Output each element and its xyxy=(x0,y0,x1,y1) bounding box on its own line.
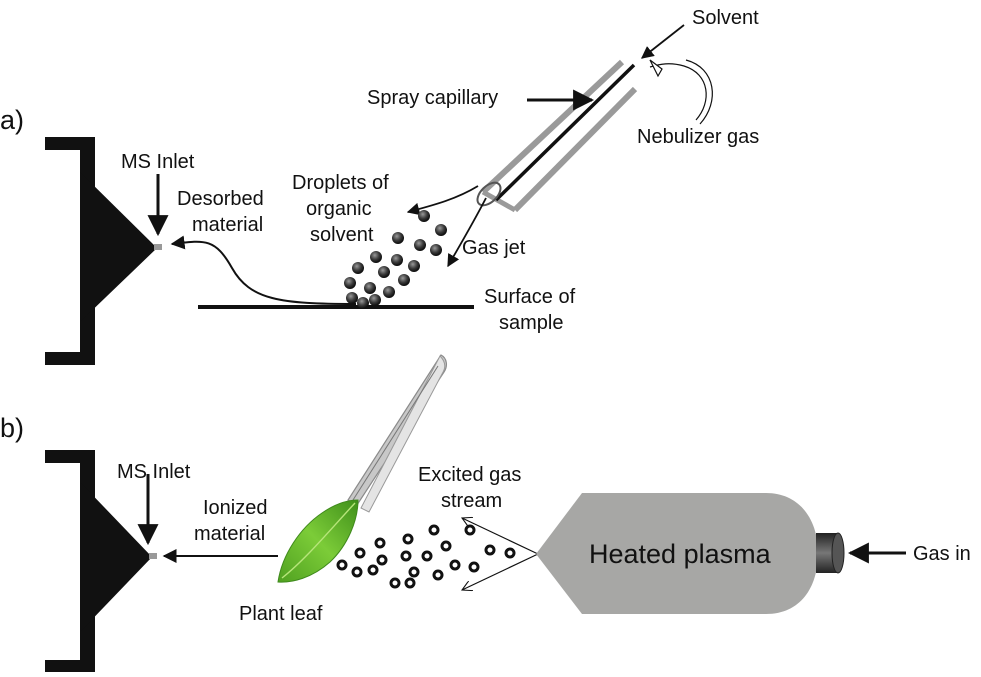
label-excited-1: Excited gas xyxy=(418,464,521,486)
droplet-spray-arrow xyxy=(406,185,479,216)
label-plant-leaf: Plant leaf xyxy=(239,603,323,625)
excited-gas-arrow-upper xyxy=(462,518,539,555)
gas-jet-arrow xyxy=(447,197,487,268)
spray-capillary xyxy=(476,59,638,213)
label-excited-2: stream xyxy=(441,490,502,512)
label-nebulizer-gas: Nebulizer gas xyxy=(637,126,759,148)
excited-gas-arrow-lower xyxy=(462,553,539,590)
desorbed-material-arrow xyxy=(170,235,357,305)
nebulizer-gas-arrow xyxy=(649,63,707,121)
heated-plasma-source xyxy=(536,493,845,614)
tweezers xyxy=(347,354,447,513)
label-gas-jet: Gas jet xyxy=(462,237,526,259)
ion-particles xyxy=(336,524,516,589)
label-ms-inlet-b: MS Inlet xyxy=(117,461,191,483)
label-desorbed-1: Desorbed xyxy=(177,188,264,210)
panel-a-letter: a) xyxy=(0,105,24,135)
solvent-arrow xyxy=(641,24,685,59)
label-surface-2: sample xyxy=(499,312,563,334)
panel-a: a) xyxy=(0,7,759,365)
label-ionized-1: Ionized xyxy=(203,497,268,519)
label-solvent: Solvent xyxy=(692,7,759,29)
label-droplets-3: solvent xyxy=(310,224,374,246)
ms-inlet-a xyxy=(45,137,162,365)
label-droplets-1: Droplets of xyxy=(292,172,389,194)
solvent-droplets xyxy=(344,210,447,309)
label-droplets-2: organic xyxy=(306,198,372,220)
panel-b-letter: b) xyxy=(0,413,24,443)
label-gas-in: Gas in xyxy=(913,543,971,565)
panel-b: b) xyxy=(0,354,971,672)
label-heated-plasma: Heated plasma xyxy=(589,539,772,569)
label-desorbed-2: material xyxy=(192,214,263,236)
label-surface-1: Surface of xyxy=(484,286,576,308)
label-ms-inlet-a: MS Inlet xyxy=(121,151,195,173)
ms-inlet-b xyxy=(45,450,157,672)
label-spray-capillary: Spray capillary xyxy=(367,87,498,109)
plant-leaf xyxy=(277,499,359,583)
label-ionized-2: material xyxy=(194,523,265,545)
